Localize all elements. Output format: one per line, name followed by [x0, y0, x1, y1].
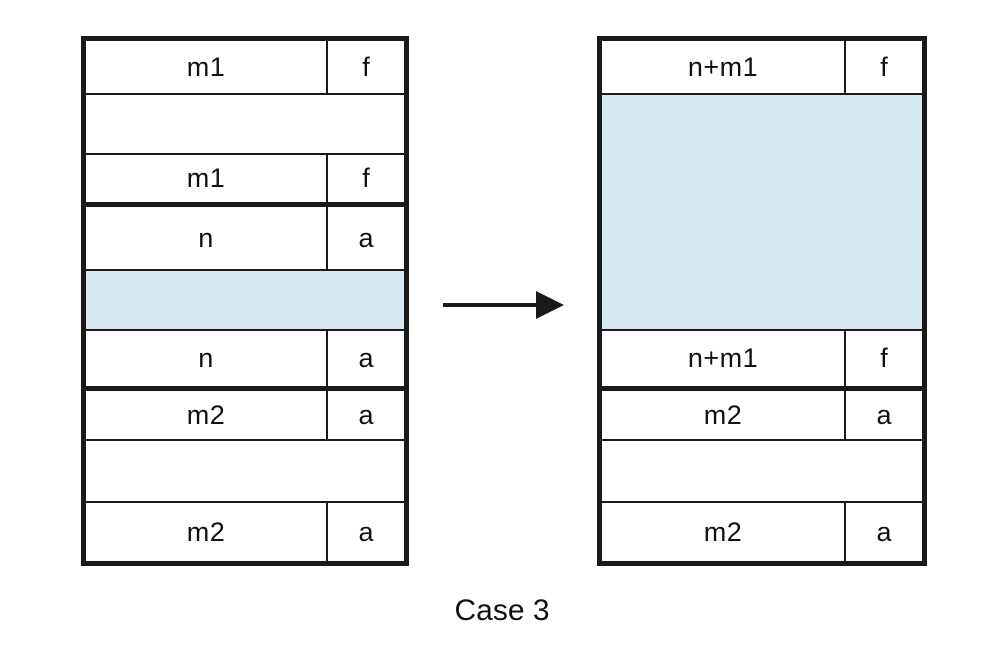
memory-row: m2 a [86, 503, 404, 561]
memory-row [602, 95, 922, 331]
memory-row-flag: f [844, 331, 922, 386]
memory-row-flag: a [326, 331, 404, 386]
memory-row: m2 a [86, 391, 404, 441]
memory-row-flag: f [326, 155, 404, 202]
memory-row: m2 a [602, 391, 922, 441]
memory-row: m1 f [86, 155, 404, 207]
heap-rows-after: n+m1 f n+m1 f m2 a m2 a [602, 41, 922, 561]
memory-row-size: m2 [703, 399, 743, 430]
memory-row-flag: a [326, 207, 404, 269]
memory-row-size: n [198, 222, 214, 253]
memory-row-size: m1 [186, 51, 226, 82]
memory-row: m1 f [86, 41, 404, 95]
memory-row-flag: f [844, 41, 922, 93]
memory-row: m2 a [602, 503, 922, 561]
memory-row-size: m2 [186, 399, 226, 430]
memory-row: n+m1 f [602, 331, 922, 391]
memory-row-size: m2 [186, 516, 226, 547]
memory-row-size [86, 271, 404, 329]
memory-row: n+m1 f [602, 41, 922, 95]
memory-row-size: m1 [186, 163, 226, 193]
memory-row-size [86, 95, 404, 153]
memory-row-flag: a [326, 503, 404, 561]
heap-block-after: n+m1 f n+m1 f m2 a m2 a [597, 36, 927, 566]
memory-row-size [86, 441, 404, 501]
transformation-arrow-icon [440, 286, 566, 324]
memory-row-size: m2 [703, 516, 743, 547]
memory-row [602, 441, 922, 503]
memory-row-size [602, 95, 922, 329]
memory-row-size: n+m1 [687, 51, 759, 82]
memory-row-flag: f [326, 41, 404, 93]
memory-row-flag: a [844, 503, 922, 561]
memory-row [86, 95, 404, 155]
memory-row [86, 441, 404, 503]
memory-row-flag: a [326, 391, 404, 439]
memory-row [86, 271, 404, 331]
memory-row-size: n+m1 [687, 343, 759, 373]
memory-row-flag: a [844, 391, 922, 439]
figure-caption: Case 3 [454, 594, 550, 627]
memory-row-size: n [198, 343, 214, 373]
memory-row-size [602, 441, 922, 501]
